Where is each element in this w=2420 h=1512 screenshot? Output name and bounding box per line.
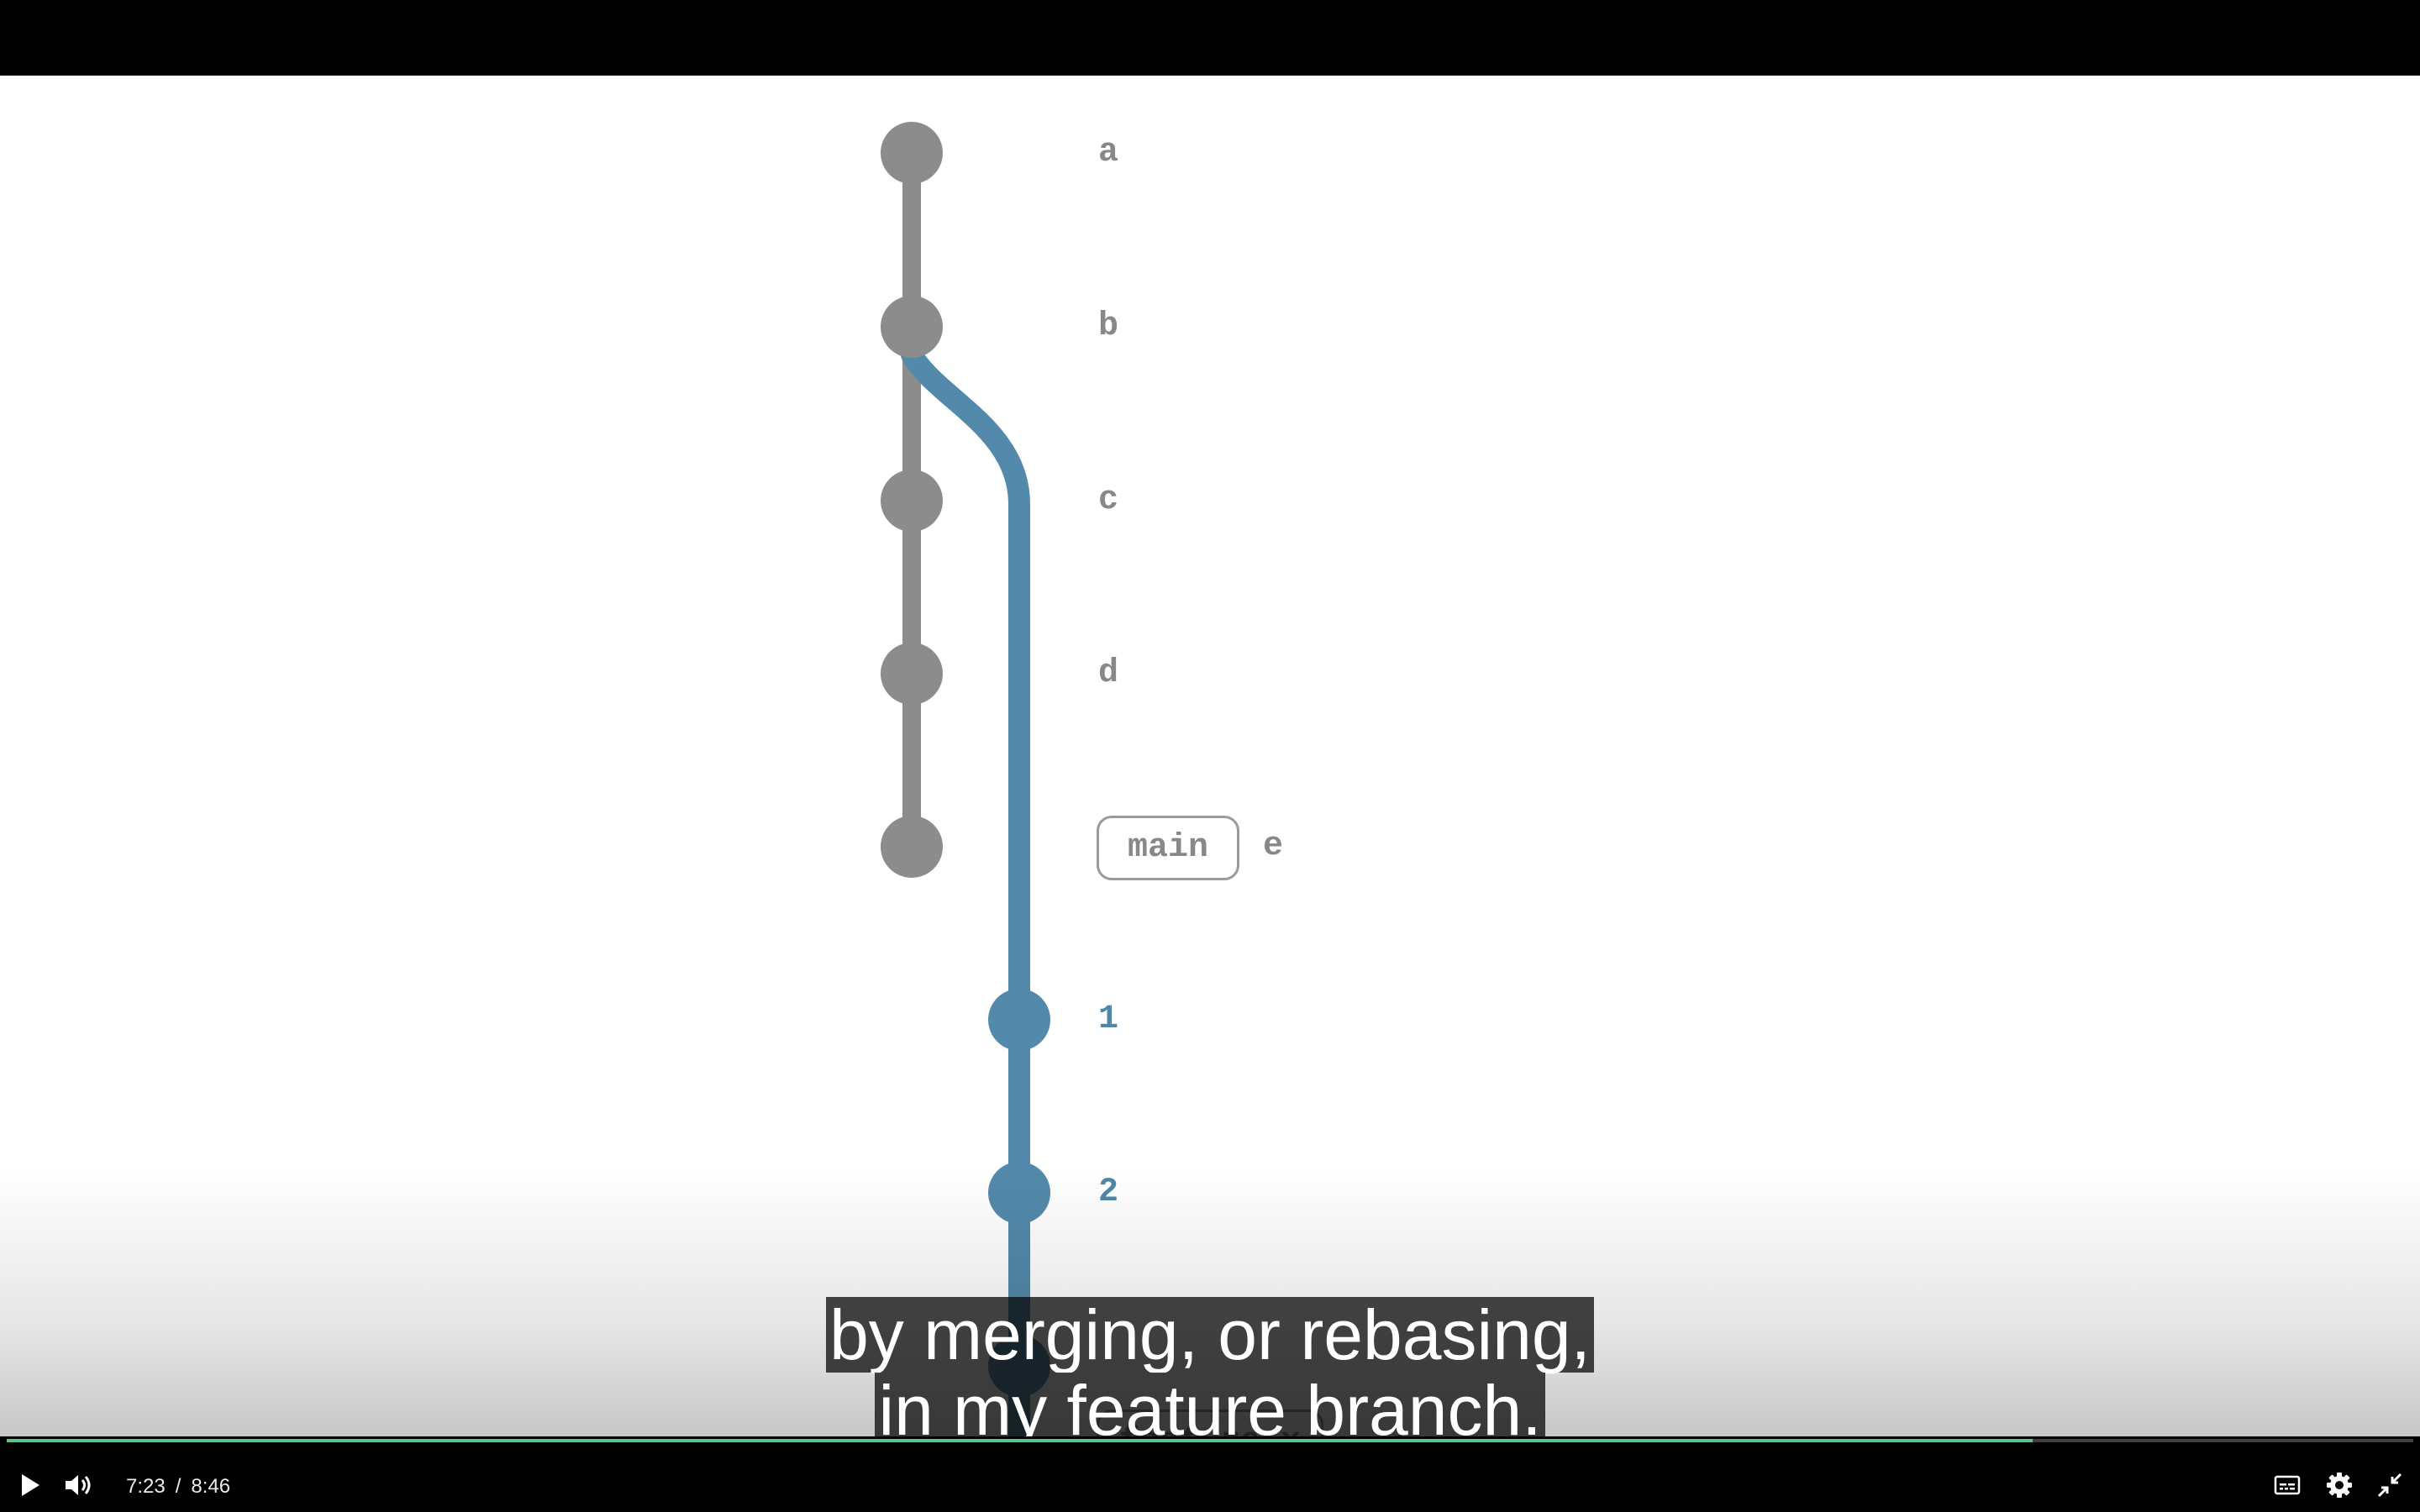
commit-dot-e[interactable] — [881, 816, 943, 878]
commit-dot-a[interactable] — [881, 122, 943, 184]
commit-label-1: 1 — [1098, 1000, 1119, 1038]
play-button[interactable] — [8, 1463, 52, 1507]
progress-bar[interactable] — [7, 1439, 2413, 1442]
commit-dot-b[interactable] — [881, 296, 943, 358]
commit-dot-c[interactable] — [881, 470, 943, 532]
commit-dot-d[interactable] — [881, 643, 943, 705]
commit-label-c: c — [1098, 481, 1119, 519]
captions-button[interactable] — [2265, 1463, 2309, 1507]
commit-label-2: 2 — [1098, 1173, 1119, 1211]
play-icon — [22, 1474, 39, 1496]
exit-fullscreen-button[interactable] — [2368, 1463, 2412, 1507]
commit-dot-2[interactable] — [988, 1162, 1050, 1224]
commit-label-a: a — [1098, 134, 1119, 171]
subtitle-line-1: by merging, or rebasing, — [826, 1297, 1594, 1373]
captions-icon — [2274, 1475, 2301, 1495]
volume-button[interactable] — [57, 1463, 101, 1507]
branch-tag-main: main — [1097, 816, 1239, 880]
commit-dot-1[interactable] — [988, 989, 1050, 1051]
current-time: 7:23 — [126, 1475, 166, 1498]
time-display: 7:23 / 8:46 — [126, 1470, 230, 1504]
video-frame[interactable]: a b c d main e 1 2 feature-x 3 — [0, 76, 2420, 1436]
duration: 8:46 — [191, 1475, 231, 1498]
subtitle-line-2: in my feature branch. — [875, 1373, 1545, 1448]
subtitles: by merging, or rebasing, in my feature b… — [0, 1297, 2420, 1448]
time-separator: / — [175, 1475, 182, 1498]
exit-fullscreen-icon — [2377, 1473, 2402, 1498]
commit-label-b: b — [1098, 307, 1119, 345]
settings-button[interactable] — [2317, 1463, 2361, 1507]
commit-label-e: e — [1263, 827, 1284, 865]
volume-icon — [66, 1475, 91, 1495]
feature-branch-line — [901, 344, 1030, 1436]
player-controls: 7:23 / 8:46 — [0, 1436, 2420, 1512]
commit-graph — [881, 122, 1050, 1436]
commit-label-d: d — [1098, 654, 1119, 692]
progress-fill — [7, 1439, 2033, 1442]
gear-icon — [2327, 1473, 2352, 1498]
